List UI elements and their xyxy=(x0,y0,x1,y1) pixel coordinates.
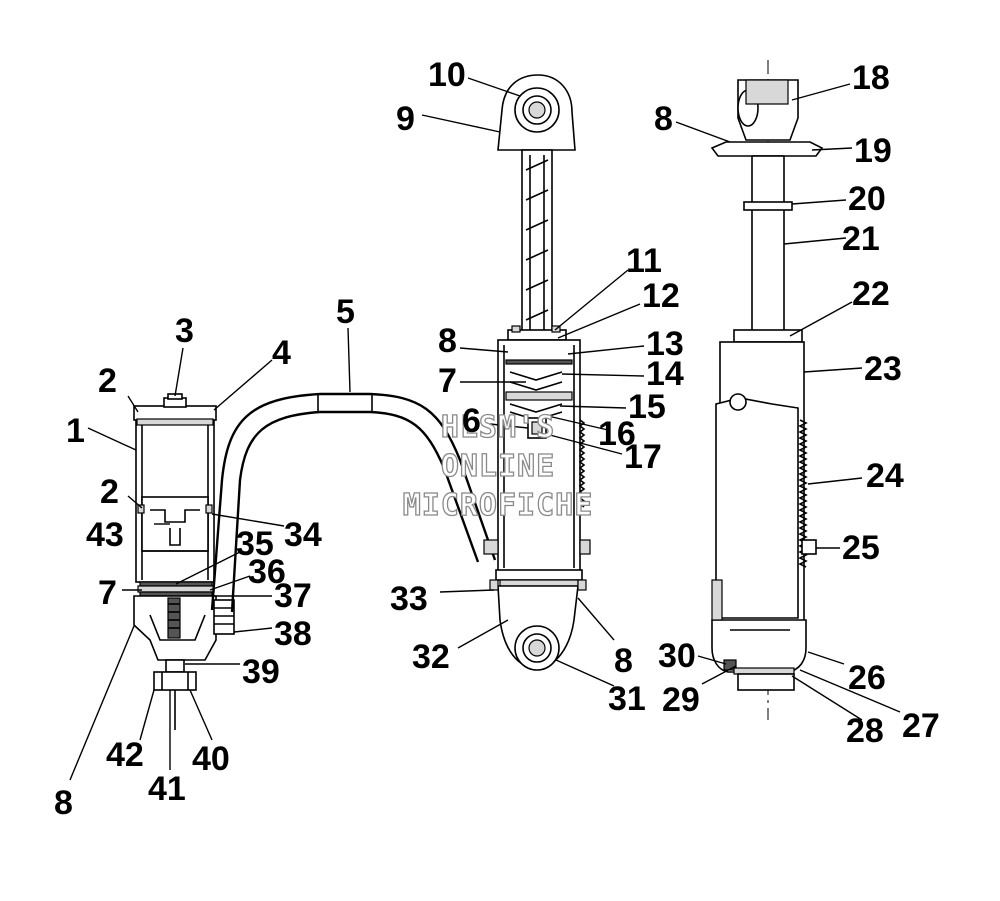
leader-lines xyxy=(69,77,901,781)
callout-15: 15 xyxy=(628,388,666,426)
callout-19: 19 xyxy=(854,132,892,170)
callout-8-right: 8 xyxy=(654,100,673,138)
callout-28: 28 xyxy=(846,712,884,750)
watermark: HLSM'S ONLINE MICROFICHE xyxy=(402,409,594,523)
callout-33: 33 xyxy=(390,580,428,618)
callout-8-center-bottom: 8 xyxy=(614,642,633,680)
callout-9: 9 xyxy=(396,100,415,138)
callout-35: 35 xyxy=(236,525,274,563)
reservoir-assembly xyxy=(133,393,235,730)
callout-40: 40 xyxy=(192,740,230,778)
callout-2-top: 2 xyxy=(98,362,117,400)
callout-7-center: 7 xyxy=(438,362,457,400)
callout-34: 34 xyxy=(284,516,322,554)
callout-27: 27 xyxy=(902,707,940,745)
callout-1: 1 xyxy=(66,412,85,450)
callout-2-mid: 2 xyxy=(100,473,119,511)
callout-18: 18 xyxy=(852,59,890,97)
callout-22: 22 xyxy=(852,275,890,313)
callout-17: 17 xyxy=(624,438,662,476)
callout-6: 6 xyxy=(462,402,481,440)
callout-43: 43 xyxy=(86,516,124,554)
part-number-callouts: 1 2 2 3 4 5 6 7 7 8 8 8 8 9 10 11 12 13 … xyxy=(54,56,940,822)
callout-37: 37 xyxy=(274,577,312,615)
callout-16: 16 xyxy=(598,415,636,453)
callout-21: 21 xyxy=(842,220,880,258)
callout-14: 14 xyxy=(646,355,684,393)
callout-31: 31 xyxy=(608,680,646,718)
callout-8-left: 8 xyxy=(54,784,73,822)
shock-exterior-view xyxy=(710,60,824,720)
callout-39: 39 xyxy=(242,653,280,691)
callout-20: 20 xyxy=(848,180,886,218)
callout-24: 24 xyxy=(866,457,904,495)
callout-29: 29 xyxy=(662,681,700,719)
callout-13: 13 xyxy=(646,325,684,363)
callout-11: 11 xyxy=(626,242,662,280)
callout-4: 4 xyxy=(272,334,291,372)
callout-10: 10 xyxy=(428,56,466,94)
callout-7-left: 7 xyxy=(98,574,117,612)
watermark-line-1: HLSM'S xyxy=(441,410,555,445)
callout-32: 32 xyxy=(412,638,450,676)
callout-26: 26 xyxy=(848,659,886,697)
callout-42: 42 xyxy=(106,736,144,774)
watermark-line-2: ONLINE xyxy=(441,449,555,484)
reservoir-hose xyxy=(210,392,497,613)
callout-41: 41 xyxy=(148,770,186,808)
callout-25: 25 xyxy=(842,529,880,567)
callout-23: 23 xyxy=(864,350,902,388)
callout-5: 5 xyxy=(336,293,355,331)
callout-12: 12 xyxy=(642,277,680,315)
callout-30: 30 xyxy=(658,637,696,675)
callout-38: 38 xyxy=(274,615,312,653)
shock-cross-section xyxy=(483,74,591,671)
watermark-line-3: MICROFICHE xyxy=(403,488,594,523)
callout-8-center-top: 8 xyxy=(438,322,457,360)
callout-36: 36 xyxy=(248,553,286,591)
callout-3: 3 xyxy=(175,312,194,350)
